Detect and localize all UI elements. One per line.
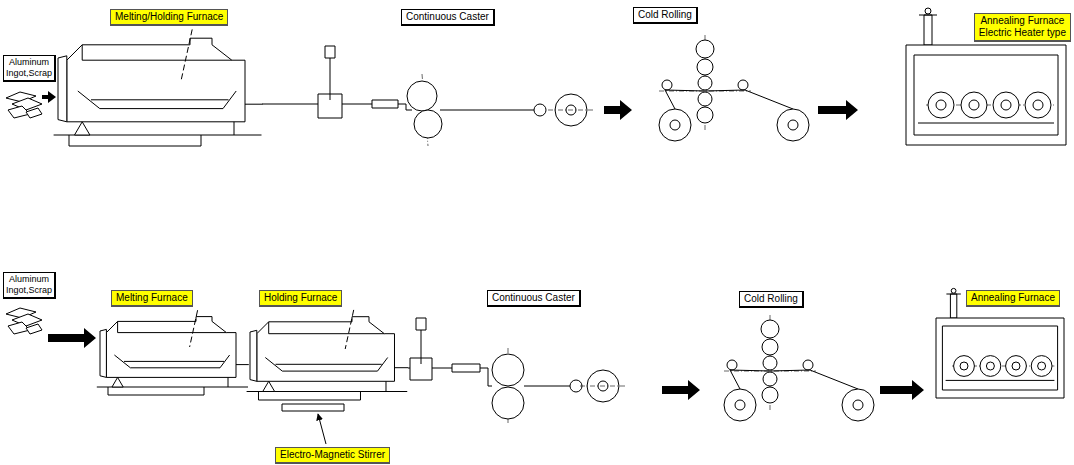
caster-roll	[492, 387, 524, 419]
flow-arrow	[604, 100, 632, 120]
label-text: Electric Heater type	[979, 27, 1066, 39]
process-label: Cold Rolling	[633, 7, 698, 24]
launder	[342, 104, 372, 105]
caster-roll	[407, 81, 437, 111]
annealing-furnace	[906, 8, 1066, 145]
source-label: Aluminum Ingot,Scrap	[3, 272, 56, 299]
flow-arrow	[662, 380, 700, 400]
label-text: Aluminum Ingot,Scrap	[6, 274, 52, 296]
filter	[372, 100, 398, 108]
label-text: Annealing Furnace	[971, 292, 1055, 304]
label-text: Continuous Caster	[492, 292, 575, 304]
leader-line	[318, 414, 326, 444]
label-text: Electro-Magnetic Stirrer	[280, 449, 385, 461]
process-label: Continuous Caster	[487, 290, 581, 307]
label-text: Continuous Caster	[406, 11, 489, 23]
equipment-label: Melting/Holding Furnace	[110, 9, 228, 26]
holding-furnace	[247, 310, 409, 400]
coil-axis	[548, 110, 594, 111]
coil-axis	[580, 386, 626, 387]
launder	[432, 368, 452, 369]
caster-roll	[492, 354, 524, 386]
filter	[452, 364, 480, 372]
label-text: Melting/Holding Furnace	[115, 11, 223, 23]
strip	[524, 386, 570, 387]
degasser-rotor	[421, 330, 422, 364]
flow-arrow	[48, 328, 96, 348]
scrap-icon	[6, 92, 42, 118]
pinch-roll	[534, 104, 546, 116]
rotor-drive	[416, 318, 426, 330]
flow-arrow	[818, 100, 858, 120]
strip	[440, 110, 534, 111]
rotor-drive	[325, 46, 335, 58]
flow-arrow	[42, 91, 56, 103]
caster-roll	[414, 110, 442, 138]
equipment-label: Annealing FurnaceElectric Heater type	[974, 13, 1071, 42]
top-line	[6, 8, 1066, 146]
launder	[262, 104, 318, 105]
label-text: Annealing Furnace	[979, 15, 1066, 27]
scrap-icon	[6, 308, 42, 334]
label-text: Melting Furnace	[116, 292, 188, 304]
part-label: Electro-Magnetic Stirrer	[275, 447, 390, 464]
source-label: Aluminum Ingot,Scrap	[3, 55, 56, 82]
melting-holding-furnace	[54, 29, 263, 146]
equipment-label: Annealing Furnace	[966, 290, 1060, 307]
label-text: Holding Furnace	[264, 292, 337, 304]
degasser-rotor	[330, 58, 331, 100]
bottom-line	[6, 288, 1064, 444]
label-text: Cold Rolling	[744, 293, 798, 305]
label-text: Aluminum Ingot,Scrap	[6, 57, 52, 79]
label-text: Cold Rolling	[638, 9, 692, 21]
process-label: Continuous Caster	[401, 9, 495, 26]
process-label: Cold Rolling	[739, 291, 804, 308]
equipment-label: Melting Furnace	[111, 290, 193, 307]
nozzle	[480, 368, 492, 386]
flow-arrow	[880, 380, 924, 400]
annealing-furnace	[936, 288, 1064, 398]
melting-furnace	[97, 310, 249, 395]
cold-rolling-mill	[724, 315, 874, 421]
cold-rolling-mill	[659, 35, 809, 141]
equipment-label: Holding Furnace	[259, 290, 342, 307]
electro-magnetic-stirrer	[282, 404, 344, 411]
